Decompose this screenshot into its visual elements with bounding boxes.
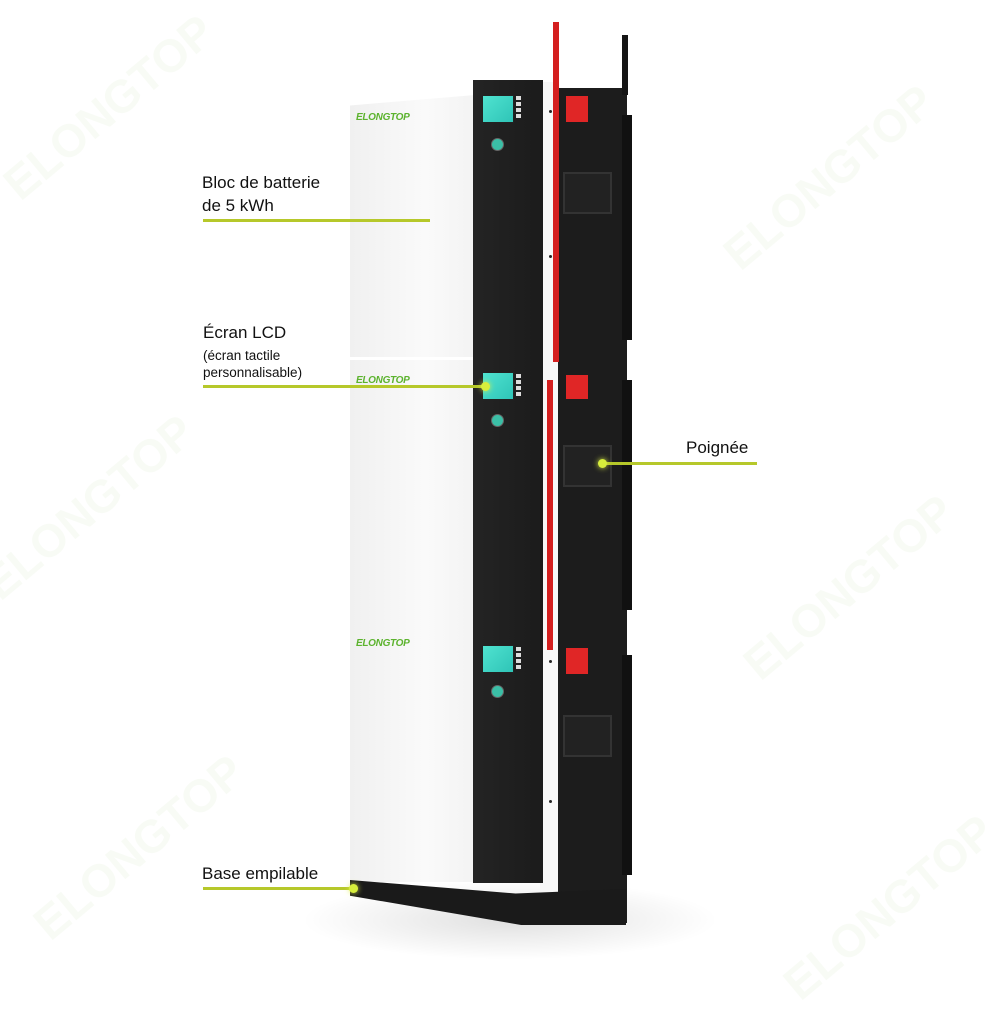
indicator-leds [516,96,522,120]
positive-cable [553,22,559,362]
brand-logo: ELONGTOP [356,375,410,386]
indicator-leds [516,647,522,671]
brand-logo: ELONGTOP [356,112,410,123]
callout-label: Bloc de batterie [202,173,321,192]
callout-sublabel: (écran tactile [203,348,281,363]
indicator-leds [516,374,522,398]
screw-hole [549,800,552,803]
leader-line [203,884,358,893]
screw-hole [549,660,552,663]
cable-connector [566,648,588,674]
callout-label: Écran LCD [203,323,287,342]
watermark: ELONGTOP [0,404,204,610]
leader-line [203,219,430,222]
lcd-screen[interactable] [482,95,514,123]
screw-hole [549,255,552,258]
power-button[interactable] [491,414,504,427]
wall-bracket-bottom [622,655,632,875]
watermark: ELONGTOP [773,804,1000,1010]
module-2-front [350,360,475,630]
leader-line [598,459,757,468]
power-button[interactable] [491,138,504,151]
callout-label: de 5 kWh [202,196,274,215]
negative-cable [622,35,628,95]
watermark: ELONGTOP [0,4,224,210]
cable-connector [566,96,588,122]
module-1-front [350,95,475,357]
positive-cable [547,380,553,650]
lcd-screen[interactable] [482,645,514,673]
callout-label: Base empilable [202,864,319,883]
cable-connector [566,375,588,399]
watermark: ELONGTOP [733,484,964,690]
brand-logo: ELONGTOP [356,638,410,649]
module-1-control-strip [473,80,543,357]
leader-line [203,382,490,391]
handle[interactable] [563,715,612,757]
wall-bracket-mid [622,380,632,610]
callout-label: Poignée [686,438,749,457]
watermark: ELONGTOP [23,744,254,950]
handle[interactable] [563,172,612,214]
screw-hole [549,110,552,113]
wall-bracket-top [622,115,632,340]
rear-body [555,88,627,923]
module-2-control-strip [473,355,543,630]
module-3-front [350,622,475,882]
power-button[interactable] [491,685,504,698]
callout-sublabel: personnalisable) [203,365,303,380]
watermark: ELONGTOP [713,74,944,280]
